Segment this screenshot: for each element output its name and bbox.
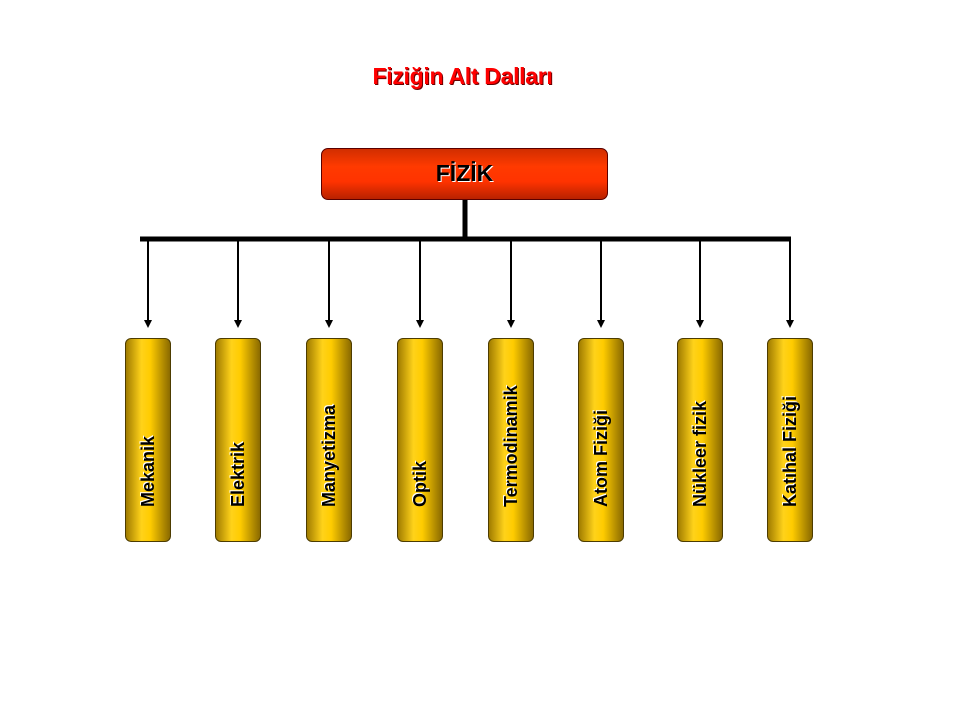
branch-node-katihal-fizigi: Katıhal Fiziği <box>767 338 813 542</box>
branch-node-elektrik: Elektrik <box>215 338 261 542</box>
branch-label: Nükleer fizik <box>690 400 710 507</box>
root-node-label: FİZİK <box>435 159 494 186</box>
diagram-title: Fiziğin Alt Dalları <box>372 63 553 89</box>
branch-node-termodinamik: Termodinamik <box>488 338 534 542</box>
branch-label: Optik <box>410 460 430 507</box>
branch-label: Katıhal Fiziği <box>780 395 800 507</box>
branch-label: Elektrik <box>228 441 248 507</box>
branch-node-manyetizma: Manyetizma <box>306 338 352 542</box>
branch-label: Manyetizma <box>319 404 339 507</box>
branch-node-atom-fizigi: Atom Fiziği <box>578 338 624 542</box>
branch-node-mekanik: Mekanik <box>125 338 171 542</box>
branch-label: Mekanik <box>138 435 158 507</box>
branch-label: Termodinamik <box>501 385 521 507</box>
branch-node-nukleer-fizik: Nükleer fizik <box>677 338 723 542</box>
root-node: FİZİK <box>321 148 608 200</box>
branch-label: Atom Fiziği <box>591 410 611 507</box>
branch-node-optik: Optik <box>397 338 443 542</box>
